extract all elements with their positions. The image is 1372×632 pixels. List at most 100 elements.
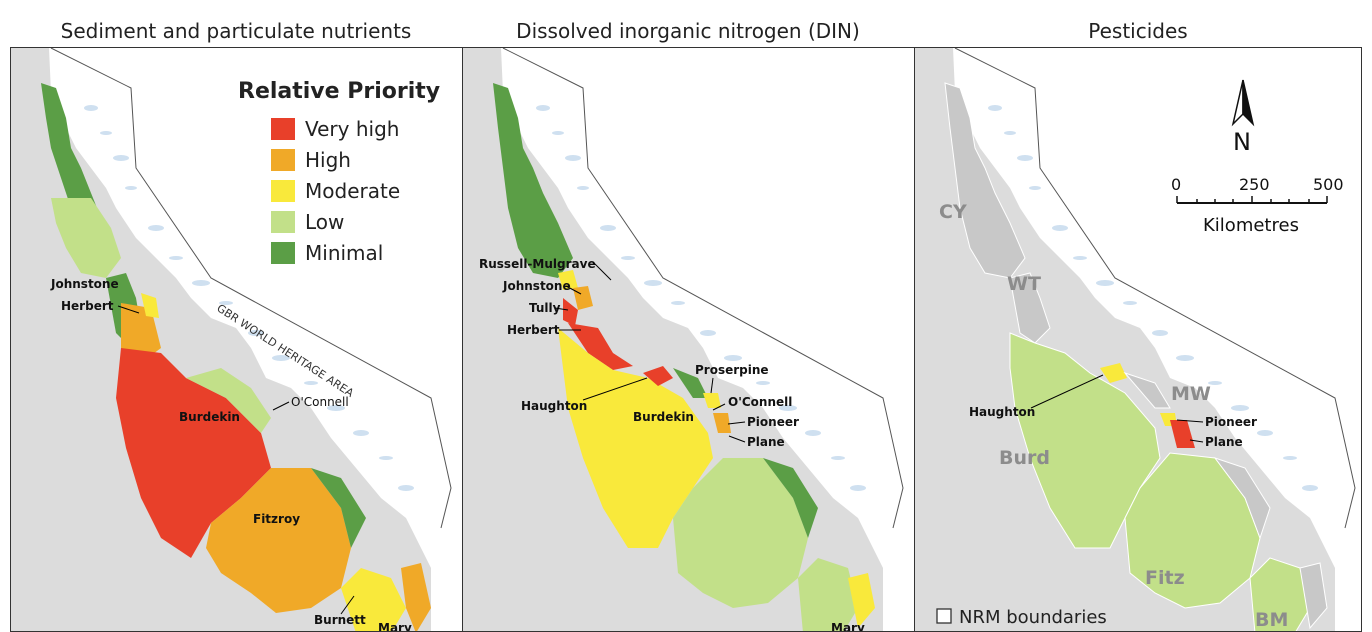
legend-label: High — [305, 148, 351, 172]
label-oconnell: O'Connell — [728, 395, 792, 409]
catchment-mary — [848, 573, 875, 628]
catchment-low-mid — [186, 368, 271, 433]
label-burdekin: Burdekin — [179, 410, 240, 424]
catchment-minimal-south — [763, 458, 818, 538]
label-plane: Plane — [1205, 435, 1243, 449]
region-grey-se — [1299, 562, 1328, 630]
region-wt — [1009, 272, 1051, 344]
catchment-johnstone — [141, 293, 159, 318]
land-mass — [915, 48, 1335, 631]
gbr-boundary — [954, 48, 1356, 529]
north-label: N — [1233, 128, 1251, 156]
catchment-haughton — [643, 366, 673, 386]
scale-tick-0: 0 — [1171, 175, 1181, 194]
region-label-bm: BM — [1255, 609, 1288, 631]
label-herbert: Herbert — [507, 323, 560, 337]
catchment-fitzroy — [206, 468, 351, 613]
label-haughton: Haughton — [521, 399, 587, 413]
legend-swatch-moderate — [271, 180, 295, 202]
label-haughton: Haughton — [969, 405, 1035, 419]
legend-title: Relative Priority — [238, 79, 440, 104]
catchment-russell-mulgrave — [558, 270, 578, 290]
catchment-herbert — [568, 323, 633, 370]
catchment-tully — [563, 298, 578, 326]
catchment-minimal-south — [311, 468, 366, 548]
region-label-fitz: Fitz — [1145, 567, 1185, 589]
legend-swatch-high — [271, 149, 295, 171]
region-grey-coast — [1213, 457, 1271, 540]
legend-item: Minimal — [271, 241, 383, 265]
catchment-burdekin — [116, 348, 271, 558]
catchment-minimal-north — [493, 83, 573, 278]
catchment-burnett — [341, 568, 406, 631]
catchment-herbert — [121, 303, 161, 363]
scale-bar — [1176, 196, 1328, 204]
catchment-mary — [401, 563, 431, 631]
catchment-pioneer — [713, 413, 731, 433]
catchment-low-fitzroy — [1124, 452, 1261, 609]
gbr-boundary — [502, 48, 904, 529]
catchment-low-burnett — [798, 558, 858, 631]
catchment-minimal-north — [41, 83, 101, 228]
label-russell-mulgrave: Russell-Mulgrave — [479, 257, 596, 271]
label-plane: Plane — [747, 435, 785, 449]
map-panel-din: Russell-Mulgrave Johnstone Tully Herbert… — [462, 47, 915, 632]
label-johnstone: Johnstone — [502, 279, 571, 293]
reef-pattern — [84, 105, 414, 491]
scale-tick-500: 500 — [1313, 175, 1344, 194]
gbr-boundary — [50, 48, 452, 529]
catchment-burdekin — [558, 328, 713, 548]
nrm-boundaries-label: NRM boundaries — [959, 607, 1107, 628]
region-cy — [944, 82, 1026, 279]
label-fitzroy: Fitzroy — [253, 512, 300, 526]
legend-label: Moderate — [305, 179, 400, 203]
map-svg-sediment: Relative Priority Very high High Moderat… — [11, 48, 452, 632]
panel-title-din: Dissolved inorganic nitrogen (DIN) — [516, 19, 860, 43]
label-johnstone: Johnstone — [50, 277, 119, 291]
catchment-proserpine — [703, 393, 721, 408]
legend-item: High — [271, 148, 351, 172]
legend-item: Very high — [271, 117, 399, 141]
map-panel-sediment: Relative Priority Very high High Moderat… — [10, 47, 463, 632]
label-tully: Tully — [529, 301, 561, 315]
region-label-mw: MW — [1171, 383, 1211, 405]
region-label-burd: Burd — [999, 447, 1050, 469]
label-burdekin: Burdekin — [633, 410, 694, 424]
label-oconnell: O'Connell — [291, 395, 349, 409]
label-mary: Mary — [831, 621, 865, 632]
catchment-minimal-mid — [673, 368, 708, 398]
legend-label: Very high — [305, 117, 399, 141]
catchment-low-north — [51, 198, 121, 278]
label-burnett: Burnett — [314, 613, 366, 627]
reef-pattern — [536, 105, 866, 491]
label-pioneer: Pioneer — [1205, 415, 1257, 429]
label-pioneer: Pioneer — [747, 415, 799, 429]
region-mw — [1123, 371, 1171, 409]
legend-swatch-minimal — [271, 242, 295, 264]
legend-item: Low — [271, 210, 344, 234]
legend-swatch-low — [271, 211, 295, 233]
map-svg-pesticides: CY WT MW Burd Fitz BM Haughton Pioneer P… — [915, 48, 1356, 631]
scale-unit: Kilometres — [1203, 215, 1299, 236]
catchment-low-fitzroy — [673, 458, 808, 608]
label-proserpine: Proserpine — [695, 363, 769, 377]
region-label-wt: WT — [1007, 273, 1041, 295]
catchment-plane — [1170, 420, 1195, 448]
scale-tick-250: 250 — [1239, 175, 1270, 194]
legend-label: Minimal — [305, 241, 383, 265]
map-panel-pesticides: CY WT MW Burd Fitz BM Haughton Pioneer P… — [914, 47, 1362, 632]
label-mary: Mary — [378, 621, 412, 632]
land-mass — [463, 48, 883, 631]
reef-pattern — [988, 105, 1318, 491]
legend-label: Low — [305, 210, 344, 234]
region-label-cy: CY — [939, 201, 967, 223]
legend-swatch-very-high — [271, 118, 295, 140]
panel-title-pesticides: Pesticides — [1088, 19, 1188, 43]
nrm-boundaries-swatch — [936, 608, 952, 624]
legend-item: Moderate — [271, 179, 400, 203]
label-herbert: Herbert — [61, 299, 114, 313]
catchment-haughton — [1100, 363, 1127, 383]
north-arrow-icon — [1231, 79, 1255, 127]
panel-title-sediment: Sediment and particulate nutrients — [60, 19, 412, 43]
